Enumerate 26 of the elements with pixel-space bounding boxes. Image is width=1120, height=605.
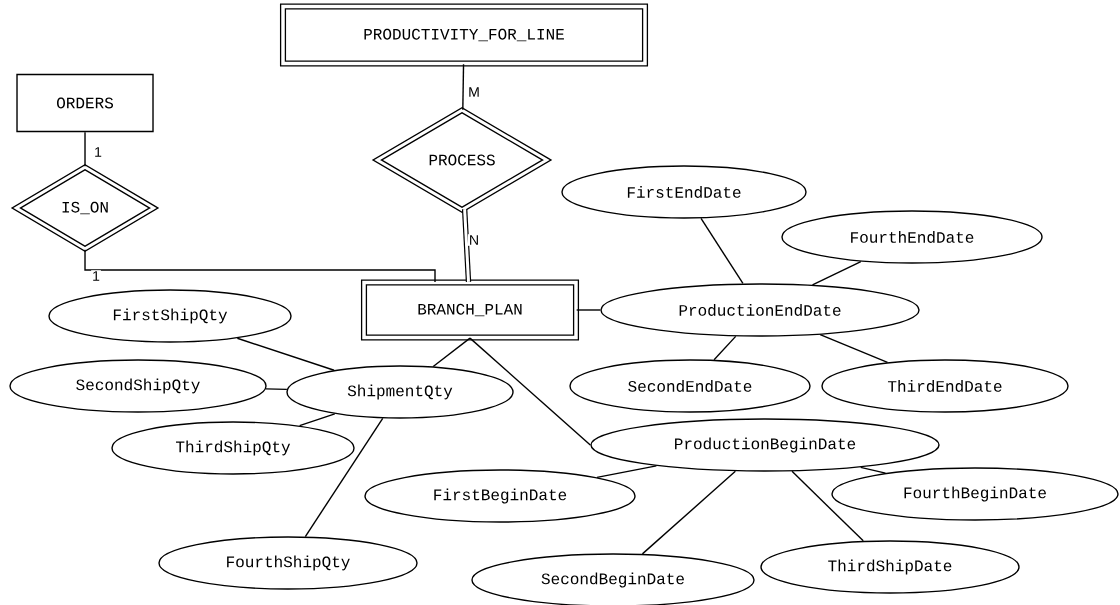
connector-line (432, 337, 471, 368)
connector-line (791, 470, 864, 542)
cardinality-label: N (467, 234, 481, 246)
connector-line (819, 334, 889, 364)
connector-line (860, 466, 887, 474)
connector-line (596, 465, 658, 479)
weak-entity-box: PRODUCTIVITY_FOR_LINE (279, 3, 649, 67)
connector-line (811, 260, 862, 286)
connector-line (713, 335, 737, 361)
connector-line (236, 337, 335, 371)
connector-line (84, 131, 86, 168)
entity-box: ORDERS (16, 73, 154, 133)
cardinality-label: 1 (91, 270, 101, 282)
connector-line (469, 337, 591, 446)
connector-line (298, 413, 336, 427)
cardinality-label: 1 (93, 146, 103, 158)
connector-line (461, 208, 472, 282)
cardinality-label: M (467, 86, 481, 98)
connector-line (700, 217, 744, 285)
connector-line (641, 470, 737, 555)
connector-line (304, 417, 384, 538)
weak-entity-box: BRANCH_PLAN (360, 279, 580, 341)
connector-line (265, 388, 288, 391)
connector-line (575, 309, 601, 311)
connector-line (462, 63, 465, 111)
connector-line (84, 248, 436, 283)
